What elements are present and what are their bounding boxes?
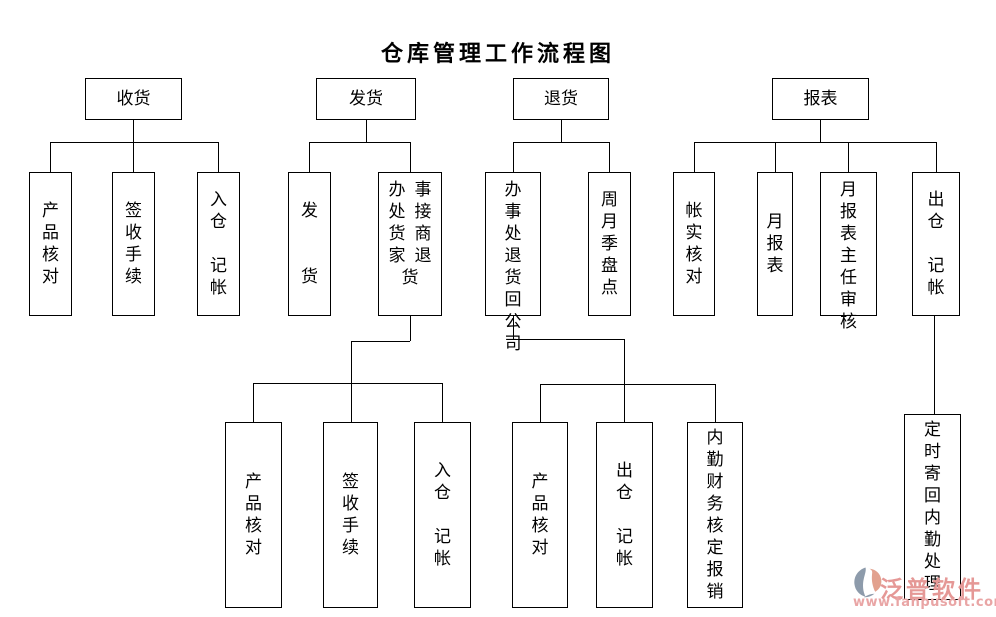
node-label: 签 收 手 续 [125, 201, 142, 287]
box-warehouse-in-bookkeeping-ship: 入 仓 记 帐 [414, 422, 471, 608]
connector-line [253, 383, 254, 422]
page-title: 仓库管理工作流程图 [380, 42, 615, 67]
node-label: 产 品 核 对 [531, 472, 549, 558]
fanpu-logo-icon [854, 567, 882, 598]
connector-line [609, 142, 610, 172]
connector-line [775, 142, 776, 172]
connector-line [351, 341, 410, 342]
node-label: 月报 表主 任审 核 [840, 180, 866, 332]
watermark-brand-text: 泛普软件 [880, 577, 984, 603]
box-office-returns-to-company: 办事 处退 货回 公司 [485, 172, 541, 354]
box-periodic-stocktaking: 周 月 季 盘 点 [588, 172, 631, 316]
connector-line [442, 383, 443, 422]
node-label: 出 仓 记 帐 [927, 190, 945, 298]
node-label: 入 仓 记 帐 [210, 190, 227, 298]
connector-line [50, 142, 218, 143]
connector-line [218, 142, 219, 172]
node-label: 周 月 季 盘 点 [601, 190, 618, 298]
node-label: 发 货 [301, 201, 318, 287]
connector-line [936, 142, 937, 172]
node-label: 报表 [803, 89, 838, 109]
node-label: 办事 处接 货商 家退 货 [388, 180, 441, 288]
watermark-url-text: www.fanpusoft.com [853, 595, 996, 610]
connector-line [513, 316, 514, 339]
node-label: 收货 [116, 89, 151, 109]
connector-line [410, 316, 411, 341]
node-label: 内 勤 财 务 核 定 报 销 [706, 428, 724, 602]
connector-line [309, 142, 410, 143]
box-scheduled-sendback-backoffice: 定 时 寄 回 内 勤 处 理 [904, 414, 961, 600]
connector-line [513, 142, 514, 172]
node-label: 定 时 寄 回 内 勤 处 理 [924, 420, 941, 594]
box-product-check-receive: 产 品 核 对 [29, 172, 72, 316]
node-label: 帐 实 核 对 [685, 201, 703, 287]
box-office-receives-merchant-returns: 办事 处接 货商 家退 货 [378, 172, 442, 316]
node-label: 产 品 核 对 [245, 472, 262, 558]
connector-line [540, 384, 715, 385]
connector-line [309, 142, 310, 172]
box-monthly-report-director-review: 月报 表主 任审 核 [820, 172, 877, 332]
connector-line [410, 142, 411, 172]
connector-line [133, 120, 134, 172]
box-ship-goods: 发货 [316, 78, 416, 120]
box-backoffice-finance-reimbursement: 内 勤 财 务 核 定 报 销 [687, 422, 743, 608]
connector-line [694, 142, 695, 172]
box-account-reality-check: 帐 实 核 对 [673, 172, 715, 316]
connector-line [820, 120, 821, 142]
connector-line [848, 142, 849, 172]
box-sign-procedure-ship: 签 收 手 续 [323, 422, 378, 608]
node-label: 办事 处退 货回 公司 [504, 180, 531, 354]
connector-line [540, 384, 541, 422]
box-warehouse-out-bookkeeping-report: 出 仓 记 帐 [912, 172, 960, 316]
box-product-check-ship: 产 品 核 对 [225, 422, 282, 608]
connector-line [694, 142, 936, 143]
connector-line [351, 341, 352, 422]
connector-line [366, 120, 367, 142]
node-label: 签 收 手 续 [342, 472, 359, 558]
box-sign-procedure-receive: 签 收 手 续 [112, 172, 155, 316]
node-label: 出 仓 记 帐 [616, 461, 633, 569]
connector-line [715, 384, 716, 422]
connector-line [624, 339, 625, 422]
box-ship-goods-sub: 发 货 [288, 172, 331, 316]
node-label: 发货 [349, 89, 383, 109]
node-label: 退货 [544, 89, 578, 109]
connector-line [50, 142, 51, 172]
connector-line [934, 316, 935, 414]
connector-line [513, 142, 609, 143]
box-warehouse-in-bookkeeping-receive: 入 仓 记 帐 [197, 172, 240, 316]
node-label: 产 品 核 对 [42, 201, 59, 287]
connector-line [561, 120, 562, 142]
box-warehouse-out-bookkeeping-return: 出 仓 记 帐 [596, 422, 653, 608]
node-label: 月 报 表 [766, 212, 784, 276]
box-product-check-return: 产 品 核 对 [512, 422, 568, 608]
connector-line [253, 383, 442, 384]
connector-line [513, 339, 624, 340]
node-label: 入 仓 记 帐 [434, 461, 451, 569]
box-reports: 报表 [772, 78, 869, 120]
box-receive-goods: 收货 [85, 78, 182, 120]
box-monthly-report: 月 报 表 [757, 172, 793, 316]
box-return-goods: 退货 [513, 78, 609, 120]
